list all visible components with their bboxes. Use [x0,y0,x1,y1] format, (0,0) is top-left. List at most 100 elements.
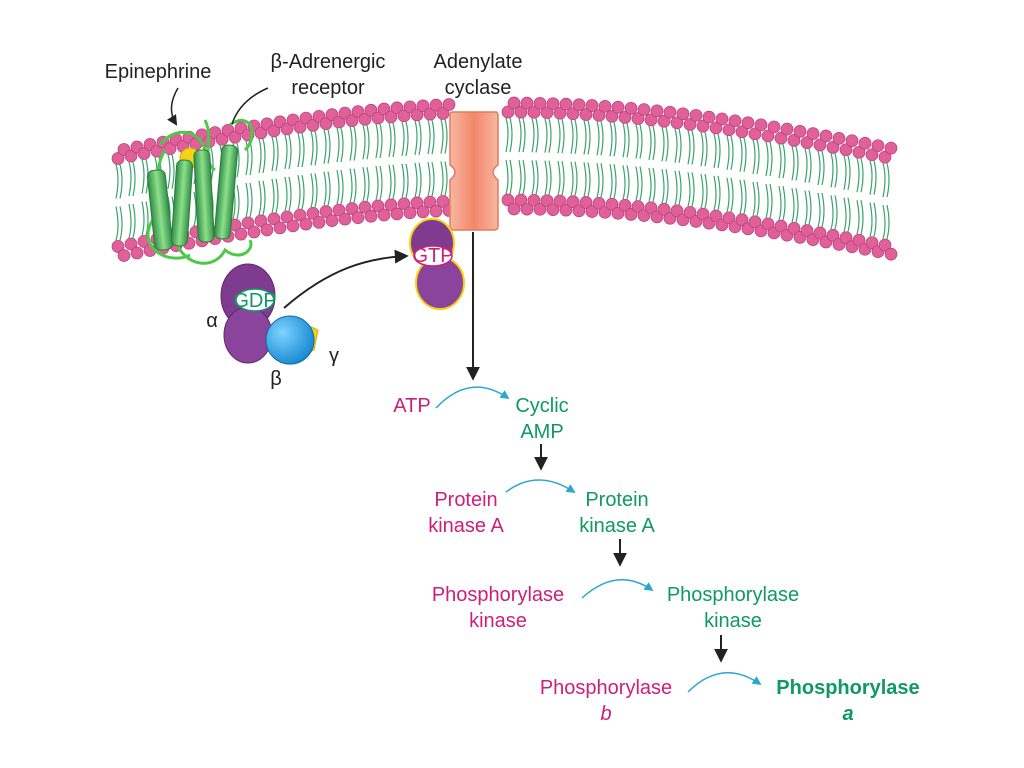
lipid-tail [817,150,825,228]
lipid-head [780,122,794,136]
lipid-head [884,247,898,261]
lipid-head [442,98,456,111]
lipid-head [351,211,365,224]
lipid-tail [596,121,604,198]
lipid-tail [141,159,149,236]
atp-label: ATP [393,395,430,417]
lipid-head [540,194,554,208]
lipid-tail [258,138,266,216]
lipid-head [657,114,671,128]
lipid-head [826,141,840,154]
lipid-head [429,204,443,218]
lipid-head [631,112,645,125]
lipid-head [228,130,242,144]
lipid-head [592,108,606,122]
lipid-head [358,112,372,126]
lipid-head [761,217,775,231]
lipid-head [267,124,281,138]
lipid-head [312,215,326,229]
lipid-head [247,225,261,239]
lipid-tail [648,125,656,203]
lipid-head [403,100,417,114]
lipid-head [572,98,586,112]
lipid-head [501,105,515,119]
lipid-tail [167,154,175,231]
lipid-head [605,197,619,211]
lipid-head [592,196,606,210]
lipid-tail [791,146,799,223]
lipid-head [709,121,723,135]
lipid-head [598,205,612,219]
phosphorylase-b-line2: b [600,703,611,725]
lipid-head [832,132,846,145]
pka-active-line2: kinase A [579,515,655,537]
lipid-head [644,113,658,127]
lipid-head [345,202,359,215]
lipid-head [358,200,372,214]
lipid-head [416,205,430,219]
lipid-head [410,108,424,122]
lipid-head [429,98,443,112]
lipid-head [540,106,554,120]
lipid-tail [700,131,708,209]
lipid-head [715,112,729,126]
lipid-tail [713,133,721,211]
lipid-head [800,136,814,149]
lipid-head [553,194,567,208]
lipid-tail [271,136,279,214]
pka-inactive-line2: kinase A [428,515,504,537]
lipid-head [813,138,827,152]
cyclic-amp-label-line2: AMP [520,421,563,443]
lipid-head [137,147,151,160]
lipid-head [299,217,313,231]
lipid-head [306,206,320,220]
lipid-head [618,111,632,124]
phosphorylase-a-line1: Phosphorylase [776,677,919,699]
lipid-head [761,129,775,143]
lipid-tail [349,126,357,203]
lipid-head [787,134,801,147]
lipid-tail [427,119,435,197]
gtp-label: GTP [412,245,453,267]
conversion-arrows [435,386,762,693]
lipid-tail [388,122,396,200]
lipid-tail [609,122,617,199]
lipid-tail [245,140,253,218]
lipid-head [397,109,411,123]
lipid-head [410,196,424,210]
lipid-head [741,116,755,130]
receptor-label-line2: receptor [291,77,365,99]
lipid-tail [843,155,851,232]
phk-active-line1: Phosphorylase [667,584,799,606]
lipid-head [722,123,736,137]
lipid-head [774,219,788,233]
phk-inactive-line2: kinase [469,610,527,632]
lipid-head [800,224,814,237]
cyclase-label-line2: cyclase [445,77,512,99]
lipid-head [735,213,749,227]
lipid-head [845,134,859,148]
lipid-tail [830,153,838,230]
lipid-head [696,207,710,221]
lipid-head [293,120,307,134]
lipid-head [507,96,521,110]
lipid-head [657,202,671,216]
lipid-tail [583,120,591,197]
lipid-head [254,214,268,228]
lipid-head [423,195,437,209]
lipid-head [293,208,307,222]
lipid-head [520,202,534,216]
lipid-head [585,99,599,112]
lipid-head [735,125,749,139]
lipid-head [332,203,346,217]
lipid-head [871,139,885,153]
lipid-head [390,207,404,221]
lipid-head [618,199,632,212]
lipid-head [111,152,125,165]
lipid-tail [687,130,695,207]
lipid-tail [115,164,123,241]
lipid-head [865,236,879,250]
lipid-head [241,216,255,230]
lipid-head [234,227,248,241]
